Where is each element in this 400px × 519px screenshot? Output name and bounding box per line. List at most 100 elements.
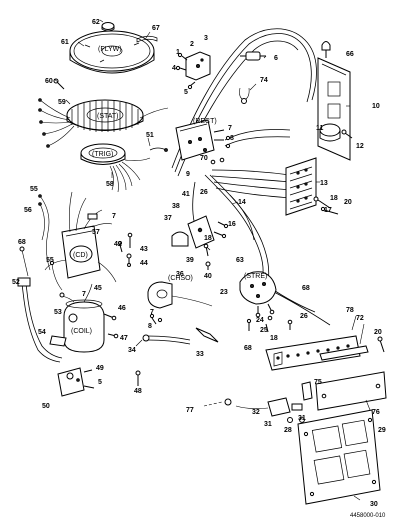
rect-label: (RECT) <box>193 118 217 125</box>
callout-31b: 31 <box>298 415 306 422</box>
callout-77: 77 <box>186 407 194 414</box>
callout-37: 37 <box>164 215 172 222</box>
callout-32: 32 <box>252 409 260 416</box>
callout-75: 75 <box>314 379 322 386</box>
callout-68: 68 <box>18 239 26 246</box>
callout-26: 26 <box>200 189 208 196</box>
clip-66 <box>321 41 331 58</box>
nut-28 <box>299 417 305 423</box>
solenoid-11 <box>319 123 341 142</box>
callout-67: 67 <box>152 25 160 32</box>
callout-58: 58 <box>106 181 114 188</box>
cd-mounting-parts <box>118 241 132 267</box>
callout-60: 60 <box>45 78 53 85</box>
callout-23: 23 <box>220 289 228 296</box>
ignition-coil: (COIL) <box>59 283 105 353</box>
callout-12: 12 <box>356 143 364 150</box>
callout-55: 55 <box>30 186 38 193</box>
callout-62: 62 <box>92 19 100 26</box>
callout-25: 25 <box>260 327 268 334</box>
callout-4: 4 <box>172 65 176 72</box>
mounting-bracket-hardware <box>175 51 211 90</box>
screw-12 <box>341 129 353 139</box>
callout-20: 20 <box>344 199 352 206</box>
callout-47: 47 <box>120 335 128 342</box>
flywheel-assembly: (FLYW) <box>69 30 155 74</box>
callout-61: 61 <box>61 39 69 46</box>
stat-label: (STAT) <box>97 113 119 120</box>
callout-5: 5 <box>184 89 188 96</box>
starter-relay: (STRE) <box>239 271 277 333</box>
loose-wires-left <box>19 194 63 291</box>
callout-29: 29 <box>378 427 386 434</box>
battery-cable-34 <box>142 334 191 345</box>
flywheel-nut <box>101 22 115 32</box>
callout-10: 10 <box>372 103 380 110</box>
trig-label: (TRIG) <box>92 151 113 158</box>
callout-26b: 26 <box>300 313 308 320</box>
bracket-75 <box>301 381 313 401</box>
stre-label: (STRE) <box>244 273 267 280</box>
cover-strip-72 <box>319 345 369 361</box>
trigger-link-clip <box>149 147 168 152</box>
callout-31: 31 <box>264 421 272 428</box>
coil-hardware <box>103 313 119 339</box>
callout-36: 36 <box>176 271 184 278</box>
callout-7: 7 <box>228 125 232 132</box>
callout-46: 46 <box>118 305 126 312</box>
callout-78: 78 <box>346 307 354 314</box>
callout-45: 45 <box>94 285 102 292</box>
callout-18c: 18 <box>270 335 278 342</box>
callout-11: 11 <box>316 125 324 132</box>
callout-38: 38 <box>172 203 180 210</box>
callout-9: 9 <box>186 171 190 178</box>
lead-77 <box>203 398 232 407</box>
harness-clamp-40 <box>205 261 211 270</box>
cable-clamp-33 <box>195 327 219 343</box>
flywheel-key <box>136 35 158 43</box>
stre-screws-right <box>287 319 293 330</box>
cd-label: (CD) <box>73 252 88 259</box>
callout-68c: 68 <box>244 345 252 352</box>
coil-label: (COIL) <box>71 328 92 335</box>
callout-74: 74 <box>260 77 268 84</box>
callout-68b: 68 <box>302 285 310 292</box>
callout-17: 17 <box>324 207 332 214</box>
callout-59: 59 <box>58 99 66 106</box>
chso-screws <box>149 313 163 325</box>
callout-24: 24 <box>256 317 264 324</box>
callout-numbers: 62 67 61 60 59 51 58 1 2 3 4 5 6 74 66 1… <box>12 19 386 508</box>
callout-49: 49 <box>96 365 104 372</box>
callout-63: 63 <box>236 257 244 264</box>
choke-solenoid: (CHSO) <box>147 275 213 309</box>
callout-7d: 7 <box>150 309 154 316</box>
callout-41: 41 <box>182 191 190 198</box>
stator-screw <box>53 78 65 90</box>
electrical-cover-30 <box>297 409 381 505</box>
rectifier-fasteners <box>210 135 231 165</box>
terminal-block <box>285 157 317 216</box>
callout-8b: 8 <box>148 323 152 330</box>
flyw-label: (FLYW) <box>98 46 122 53</box>
callout-52: 52 <box>12 279 20 286</box>
callout-54: 54 <box>38 329 46 336</box>
callout-55b: 55 <box>46 257 54 264</box>
harness-sleeve <box>229 194 255 241</box>
callout-30: 30 <box>370 501 378 508</box>
callout-34: 34 <box>128 347 136 354</box>
callout-42: 42 <box>114 241 122 248</box>
callout-66: 66 <box>346 51 354 58</box>
callout-2: 2 <box>190 41 194 48</box>
starter-solenoid <box>57 367 95 397</box>
callout-28: 28 <box>284 427 292 434</box>
screws-42-44 <box>127 232 133 248</box>
cd-module: (CD) <box>44 191 117 283</box>
callout-leaders <box>53 19 371 501</box>
callout-56: 56 <box>24 207 32 214</box>
callout-39: 39 <box>186 257 194 264</box>
callout-51: 51 <box>146 132 154 139</box>
spark-plug-lead <box>17 277 63 363</box>
stator-assembly: (STAT) <box>38 98 169 148</box>
fuse-31 <box>287 403 303 423</box>
